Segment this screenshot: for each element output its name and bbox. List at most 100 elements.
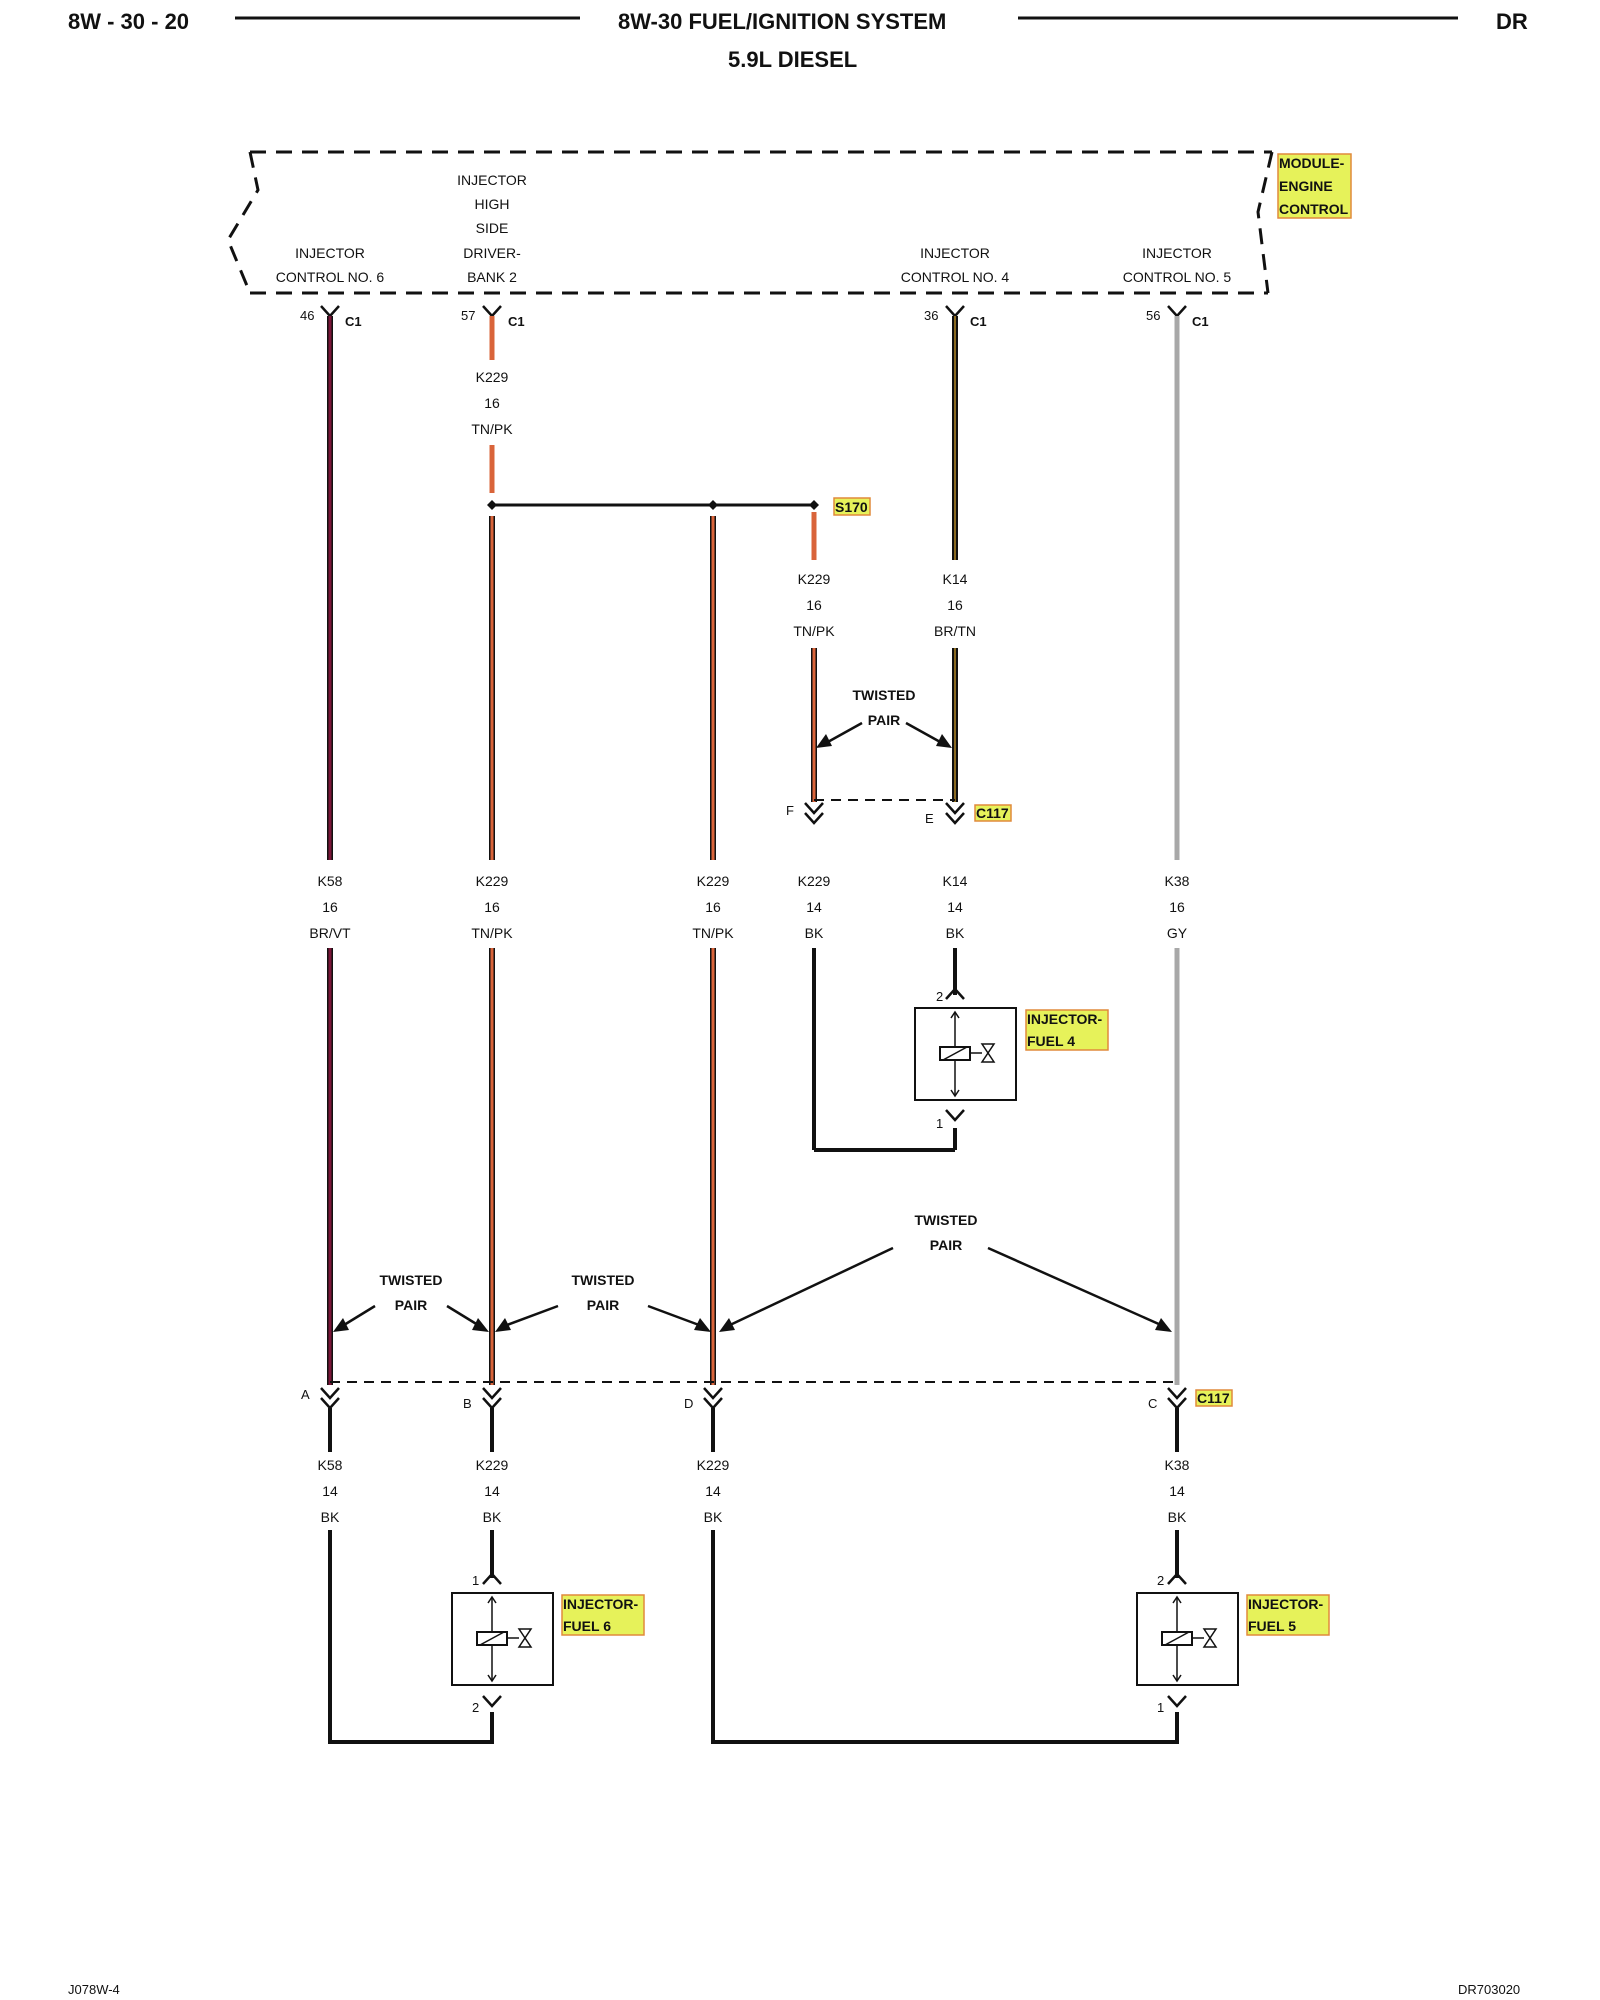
pin-36-label-1: INJECTOR (920, 245, 990, 261)
page-subtitle: 5.9L DIESEL (728, 47, 858, 72)
pin-46-label-1: INJECTOR (295, 245, 365, 261)
wire-labels-middle: K58 16 BR/VT K229 16 TN/PK K229 16 TN/PK… (309, 873, 1189, 941)
pin-57-label-4: DRIVER- (463, 245, 521, 261)
svg-text:PAIR: PAIR (868, 712, 900, 728)
wires-lower-bk (328, 1408, 1179, 1744)
splice-tag-s170: S170 (833, 497, 871, 516)
svg-text:BK: BK (704, 1509, 723, 1525)
svg-text:PAIR: PAIR (587, 1297, 619, 1313)
svg-text:K38: K38 (1165, 873, 1190, 889)
svg-text:C: C (1148, 1396, 1157, 1411)
pin-36-connector: C1 (970, 314, 987, 329)
svg-text:E: E (925, 811, 934, 826)
pin-46-connector: C1 (345, 314, 362, 329)
injector-fuel-6: 1 2 INJECTOR- FUEL 6 (451, 1572, 645, 1715)
svg-text:14: 14 (947, 899, 963, 915)
svg-text:K229: K229 (476, 369, 509, 385)
svg-text:14: 14 (322, 1483, 338, 1499)
svg-text:16: 16 (1169, 899, 1185, 915)
connector-c117-upper: F E C117 (786, 799, 1012, 826)
svg-text:16: 16 (484, 899, 500, 915)
twisted-pair-lower-right: TWISTED PAIR (719, 1212, 1172, 1332)
footer-right-code: DR703020 (1458, 1982, 1521, 1997)
svg-text:14: 14 (1169, 1483, 1185, 1499)
svg-text:16: 16 (484, 395, 500, 411)
svg-text:K229: K229 (697, 1457, 730, 1473)
pin-56-label-2: CONTROL NO. 5 (1123, 269, 1232, 285)
module-terminals (320, 305, 1187, 318)
svg-text:BK: BK (805, 925, 824, 941)
svg-text:BK: BK (483, 1509, 502, 1525)
svg-text:C117: C117 (1197, 1390, 1230, 1406)
svg-text:16: 16 (947, 597, 963, 613)
svg-text:K229: K229 (798, 873, 831, 889)
svg-text:K38: K38 (1165, 1457, 1190, 1473)
svg-text:PAIR: PAIR (930, 1237, 962, 1253)
svg-text:BK: BK (1168, 1509, 1187, 1525)
twisted-pair-lower-middle: TWISTED PAIR (495, 1272, 711, 1332)
svg-text:2: 2 (472, 1700, 479, 1715)
svg-text:K58: K58 (318, 873, 343, 889)
wire-labels-lower: K58 14 BK K229 14 BK K229 14 BK K38 14 B… (318, 1457, 1190, 1525)
svg-text:BR/VT: BR/VT (309, 925, 351, 941)
module-name-line-1: MODULE- (1279, 155, 1345, 171)
svg-text:1: 1 (472, 1573, 479, 1588)
svg-text:K58: K58 (318, 1457, 343, 1473)
pin-number-56: 56 (1146, 308, 1160, 323)
page-title: 8W-30 FUEL/IGNITION SYSTEM (618, 9, 947, 34)
twisted-pair-lower-left: TWISTED PAIR (333, 1272, 489, 1332)
svg-text:D: D (684, 1396, 693, 1411)
svg-text:TWISTED: TWISTED (572, 1272, 635, 1288)
svg-text:K229: K229 (476, 873, 509, 889)
svg-text:K229: K229 (798, 571, 831, 587)
svg-text:BK: BK (321, 1509, 340, 1525)
svg-text:BK: BK (946, 925, 965, 941)
svg-text:16: 16 (322, 899, 338, 915)
pin-57-label-5: BANK 2 (467, 269, 517, 285)
svg-text:K14: K14 (943, 571, 968, 587)
pin-number-36: 36 (924, 308, 938, 323)
pin-number-46: 46 (300, 308, 314, 323)
svg-text:TN/PK: TN/PK (692, 925, 734, 941)
svg-text:TWISTED: TWISTED (915, 1212, 978, 1228)
module-name-line-2: ENGINE (1279, 178, 1333, 194)
module-name-tag: MODULE- ENGINE CONTROL (1277, 153, 1352, 219)
twisted-pair-upper: TWISTED PAIR (816, 687, 952, 748)
pin-46-label-2: CONTROL NO. 6 (276, 269, 385, 285)
svg-text:2: 2 (1157, 1573, 1164, 1588)
svg-text:14: 14 (806, 899, 822, 915)
svg-text:A: A (301, 1387, 310, 1402)
svg-text:1: 1 (1157, 1700, 1164, 1715)
svg-text:B: B (463, 1396, 472, 1411)
svg-text:TWISTED: TWISTED (380, 1272, 443, 1288)
svg-text:TN/PK: TN/PK (471, 421, 513, 437)
svg-text:FUEL 5: FUEL 5 (1248, 1618, 1296, 1634)
pin-57-connector: C1 (508, 314, 525, 329)
svg-text:PAIR: PAIR (395, 1297, 427, 1313)
svg-text:F: F (786, 803, 794, 818)
svg-text:TN/PK: TN/PK (471, 925, 513, 941)
svg-text:1: 1 (936, 1116, 943, 1131)
svg-text:FUEL 4: FUEL 4 (1027, 1033, 1075, 1049)
svg-text:2: 2 (936, 989, 943, 1004)
module-pin-numbers: 46 C1 57 C1 36 C1 56 C1 (300, 308, 1209, 329)
svg-text:INJECTOR-: INJECTOR- (1248, 1596, 1324, 1612)
connector-c117-lower: A B D C C117 (301, 1381, 1233, 1411)
svg-text:14: 14 (484, 1483, 500, 1499)
svg-text:INJECTOR-: INJECTOR- (1027, 1011, 1103, 1027)
svg-text:TN/PK: TN/PK (793, 623, 835, 639)
model-code: DR (1496, 9, 1528, 34)
module-name-line-3: CONTROL (1279, 201, 1349, 217)
svg-text:FUEL 6: FUEL 6 (563, 1618, 611, 1634)
svg-text:INJECTOR-: INJECTOR- (563, 1596, 639, 1612)
svg-text:K229: K229 (697, 873, 730, 889)
svg-text:BR/TN: BR/TN (934, 623, 976, 639)
svg-text:GY: GY (1167, 925, 1188, 941)
pin-57-label-1: INJECTOR (457, 172, 527, 188)
pin-number-57: 57 (461, 308, 475, 323)
svg-text:K229: K229 (476, 1457, 509, 1473)
svg-text:C117: C117 (976, 805, 1009, 821)
module-pin-labels: INJECTOR CONTROL NO. 6 INJECTOR HIGH SID… (276, 172, 1232, 285)
svg-text:TWISTED: TWISTED (853, 687, 916, 703)
